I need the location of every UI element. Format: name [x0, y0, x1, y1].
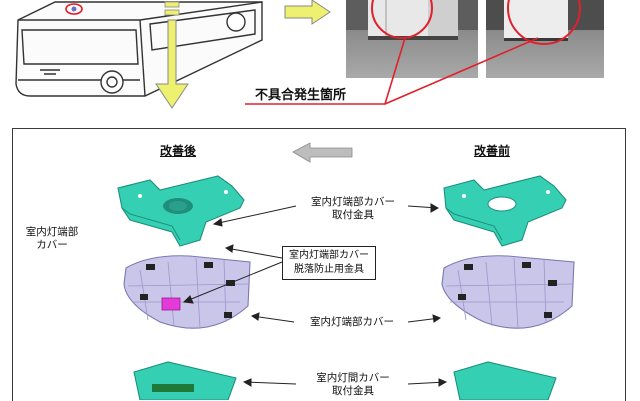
after-end-cover-bracket [117, 175, 245, 247]
left-arrow-icon [292, 142, 353, 163]
after-middle-cover-bracket [133, 361, 237, 400]
end-cover-callout: 室内灯端部カバー [310, 316, 394, 328]
after-end-cover [123, 255, 251, 329]
before-middle-cover-bracket [453, 361, 557, 400]
anti-drop-bracket-callout: 室内灯端部カバー 脱落防止用金具 [282, 246, 376, 280]
roof-defect-marker [65, 3, 83, 15]
end-cover-bracket-callout: 室内灯端部カバー 取付金具 [311, 196, 395, 221]
before-end-cover [441, 255, 575, 329]
down-arrow-icon [155, 19, 189, 109]
callout-arrows [182, 203, 448, 387]
middle-cover-bracket-callout: 室内灯間カバー 取付金具 [316, 372, 390, 397]
anti-drop-bracket-highlight [161, 297, 181, 311]
before-header: 改善前 [474, 144, 511, 158]
defect-photo-1 [346, 0, 478, 78]
bus-illustration [15, 1, 263, 97]
right-arrow-icon [284, 0, 331, 25]
defect-location-label: 不具合発生箇所 [255, 88, 347, 103]
before-end-cover-bracket [443, 175, 567, 247]
defect-photo-2 [486, 0, 604, 78]
left-part-label: 室内灯端部 カバー [25, 226, 79, 251]
after-header: 改善後 [160, 144, 197, 158]
dashed-arrow-stub [164, 1, 180, 16]
improvement-panel [12, 128, 626, 401]
